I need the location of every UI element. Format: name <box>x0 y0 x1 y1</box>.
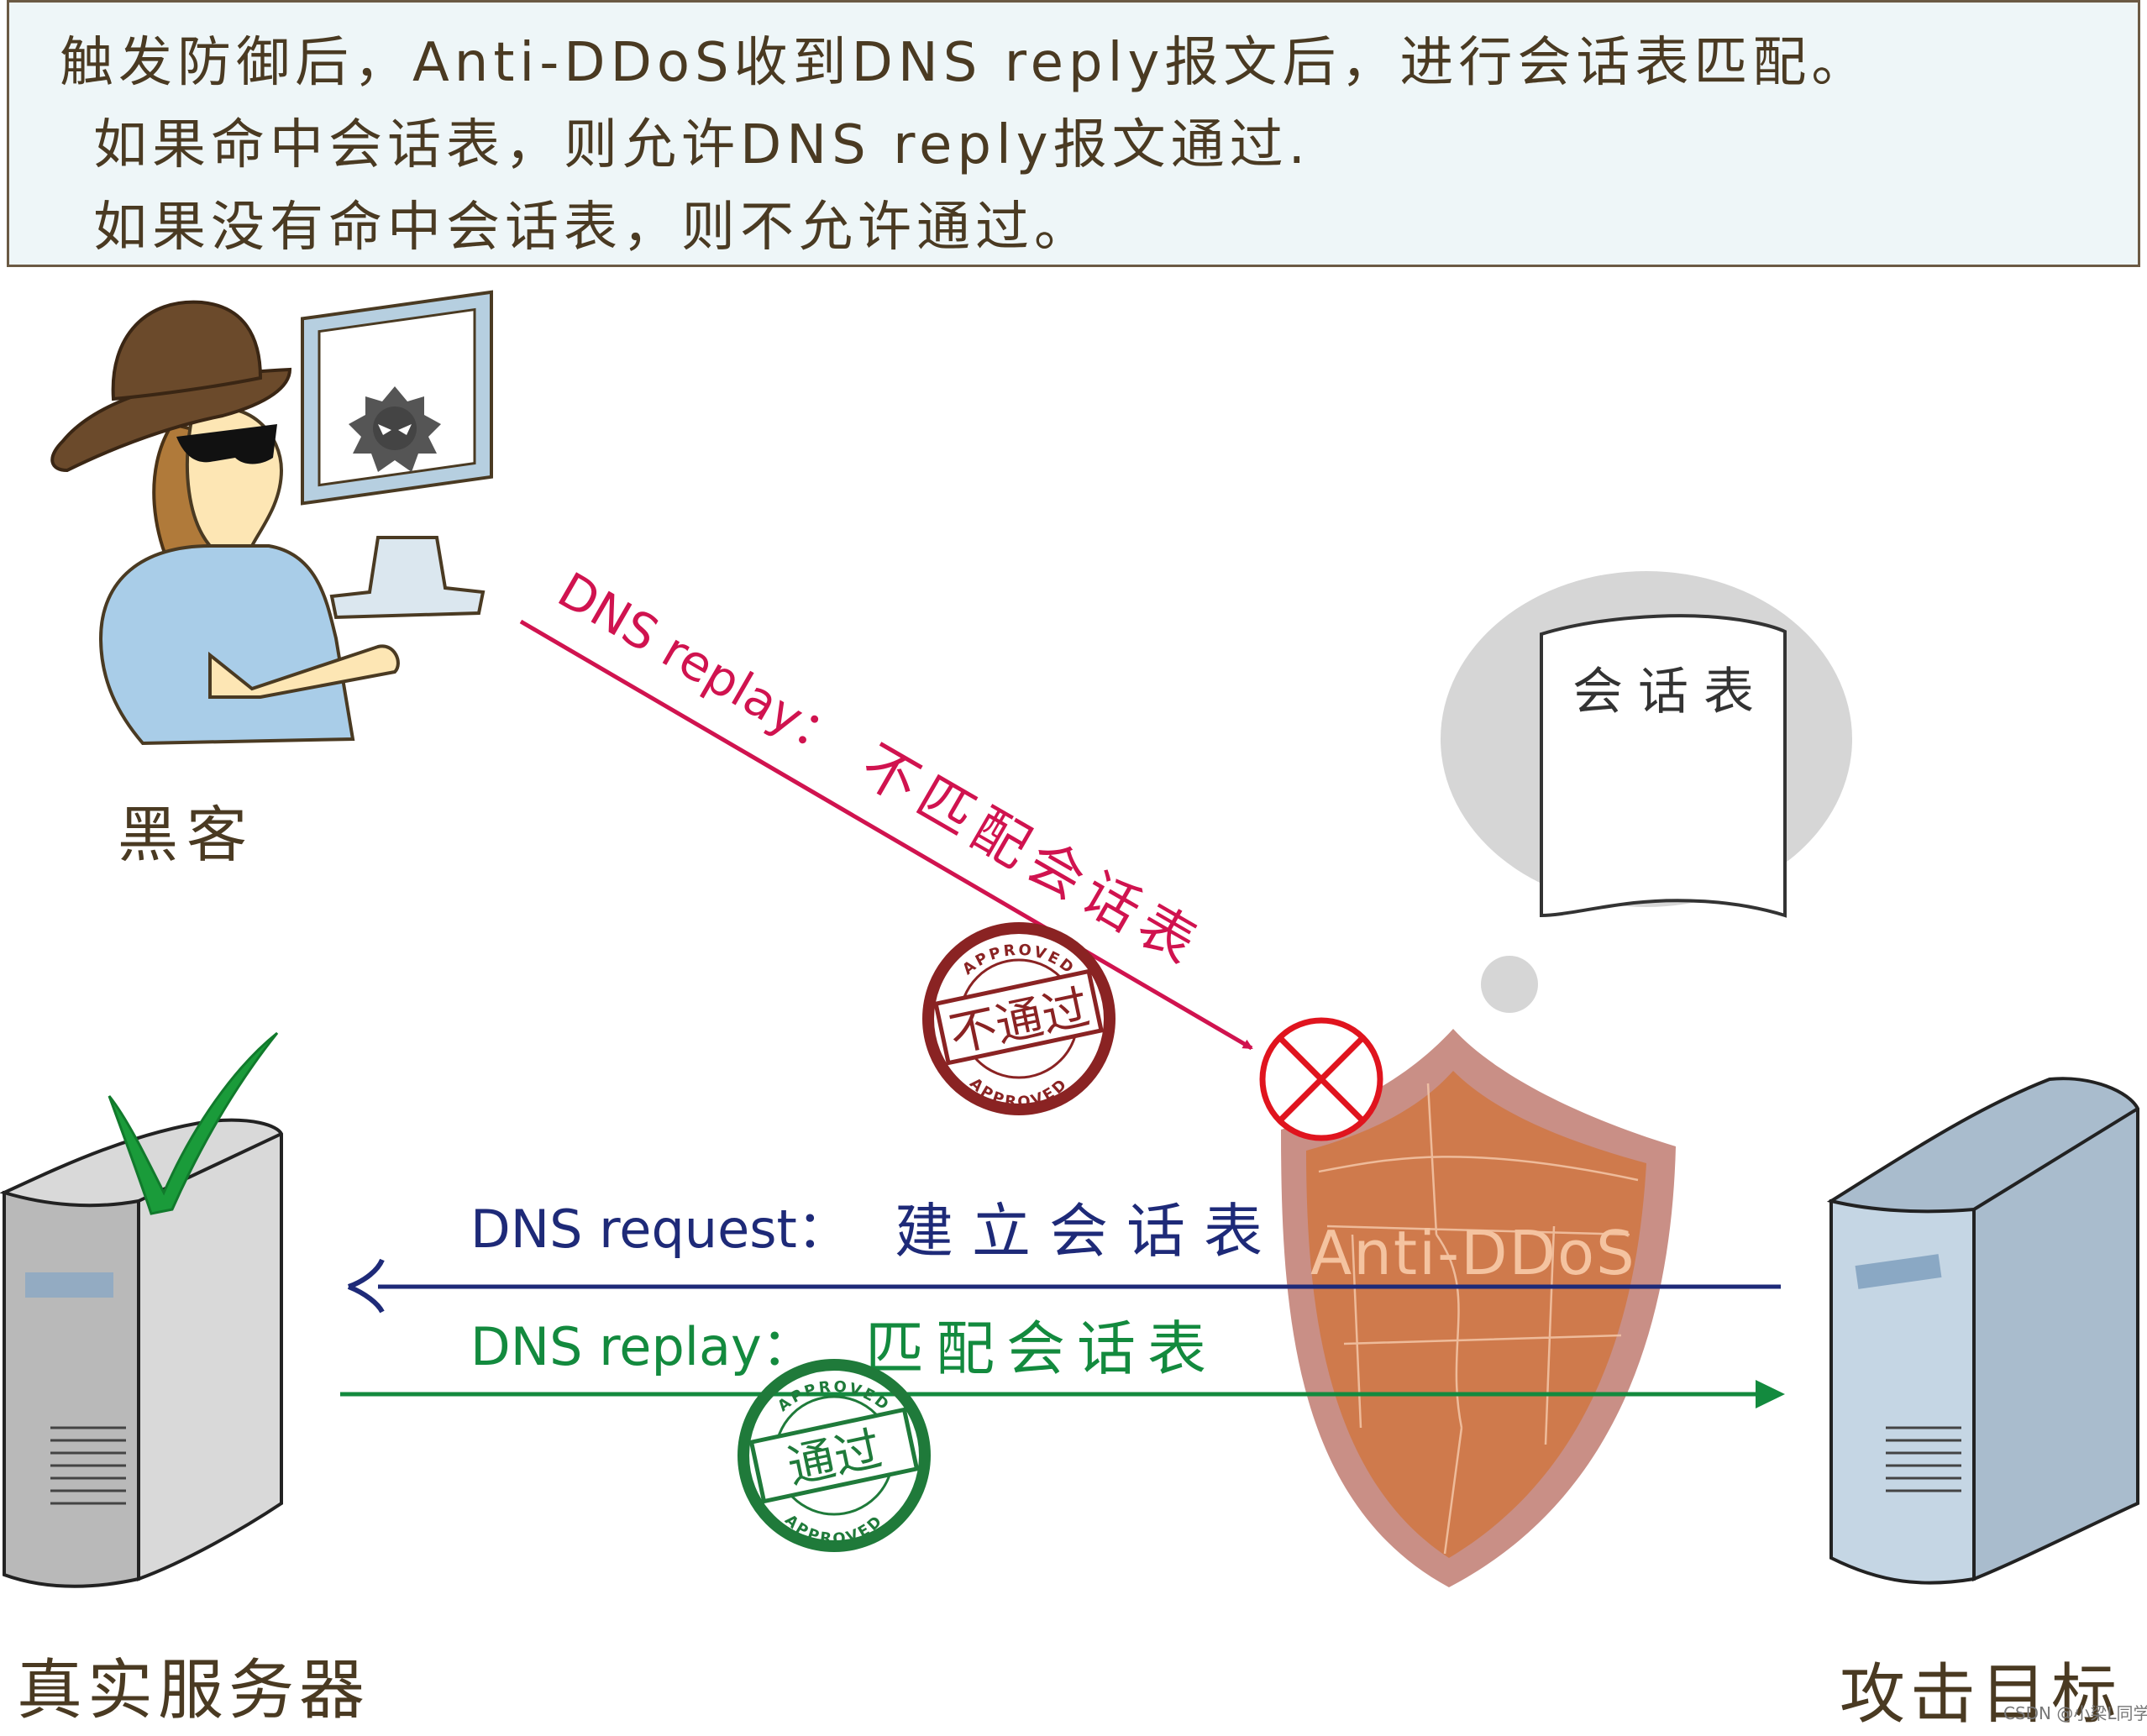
reply-flow-arrowhead <box>1756 1380 1785 1408</box>
malware-icon <box>349 386 441 472</box>
thought-dot <box>1481 956 1538 1013</box>
reply-flow-label-2: 匹配会话表 <box>865 1314 1218 1383</box>
monitor <box>301 290 493 620</box>
session-table-document <box>1540 614 1787 918</box>
check-mark <box>108 1031 279 1215</box>
thought-bubble <box>1441 571 1852 1013</box>
shield-cracks <box>1318 1083 1639 1555</box>
sunglasses <box>176 424 277 464</box>
hacker-flow-line <box>519 619 1253 1051</box>
watermark: CSDN @小梁L同学 <box>2003 1703 2147 1723</box>
hacker-figure <box>50 300 400 746</box>
real-server-label: 真实服务器 <box>17 1653 370 1728</box>
caption-line-1: 触发防御后，Anti-DDoS收到DNS reply报文后，进行会话表匹配。 <box>60 32 1871 94</box>
caption-line-3: 如果没有命中会话表，则不允许通过。 <box>93 197 1093 259</box>
shield-label: Anti-DDoS <box>1310 1218 1636 1288</box>
target-label: 攻击目标 <box>1840 1657 2123 1733</box>
real-server-icon <box>0 1118 283 1588</box>
request-flow-arrowhead <box>347 1258 385 1314</box>
block-icon <box>1259 1017 1383 1141</box>
allow-stamp: 通过 APPROVED APPROVED <box>738 1359 931 1552</box>
shield-inner <box>1306 1071 1646 1558</box>
request-flow-label-2: 建立会话表 <box>895 1197 1281 1266</box>
target-server-icon <box>1826 1077 2139 1585</box>
hacker-arm <box>208 644 400 699</box>
anti-ddos-shield <box>1281 1029 1676 1587</box>
caption-line-2: 如果命中会话表，则允许DNS reply报文通过. <box>93 114 1311 176</box>
monitor-stand <box>329 536 486 620</box>
hacker-hat-crown <box>111 300 263 401</box>
session-table-doc-title: 会话表 <box>1572 663 1769 721</box>
reply-flow-label-1: DNS replay： <box>470 1316 814 1377</box>
caption-box: 触发防御后，Anti-DDoS收到DNS reply报文后，进行会话表匹配。 如… <box>7 0 2140 267</box>
deny-stamp: 不通过 APPROVED APPROVED <box>922 922 1115 1115</box>
hacker-label: 黑客 <box>118 800 256 870</box>
request-flow-label-1: DNS request： <box>470 1198 849 1260</box>
hacker-shirt <box>98 544 355 746</box>
